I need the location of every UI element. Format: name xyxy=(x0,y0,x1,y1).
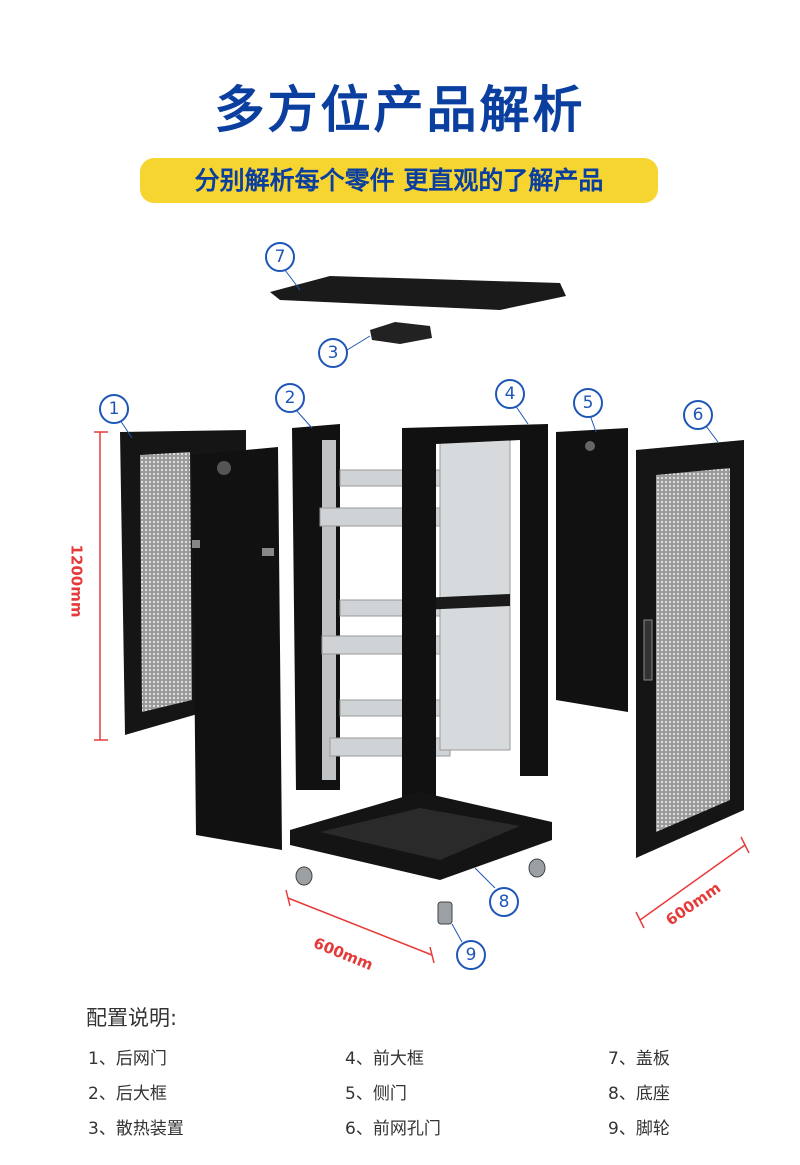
callout-7: 7 xyxy=(265,242,295,272)
side-door-left xyxy=(192,447,282,850)
callout-5: 5 xyxy=(573,388,603,418)
side-door-right xyxy=(556,428,628,712)
callout-6: 6 xyxy=(683,400,713,430)
callout-8: 8 xyxy=(489,887,519,917)
callout-1: 1 xyxy=(99,394,129,424)
legend-item: 2、后大框 xyxy=(88,1084,167,1104)
casters xyxy=(295,858,546,925)
height-dimension: 1200mm xyxy=(67,544,86,618)
legend-item: 6、前网孔门 xyxy=(345,1119,441,1139)
subtitle-banner: 分别解析每个零件 更直观的了解产品 xyxy=(140,158,658,203)
callout-9: 9 xyxy=(456,940,486,970)
callout-3: 3 xyxy=(318,338,348,368)
front-frame xyxy=(402,424,548,830)
callout-4: 4 xyxy=(495,379,525,409)
legend-item: 4、前大框 xyxy=(345,1049,424,1069)
top-cover xyxy=(270,276,566,310)
legend-item: 7、盖板 xyxy=(608,1049,670,1069)
dimension-lines xyxy=(94,431,750,964)
legend-item: 9、脚轮 xyxy=(608,1119,670,1139)
page-title: 多方位产品解析 xyxy=(214,81,586,139)
fan-unit xyxy=(370,322,432,344)
legend-item: 5、侧门 xyxy=(345,1084,407,1104)
legend-item: 8、底座 xyxy=(608,1084,670,1104)
callout-2: 2 xyxy=(275,383,305,413)
legend-item: 1、后网门 xyxy=(88,1049,167,1069)
legend-title: 配置说明: xyxy=(86,1006,178,1030)
legend-item: 3、散热装置 xyxy=(88,1119,184,1139)
